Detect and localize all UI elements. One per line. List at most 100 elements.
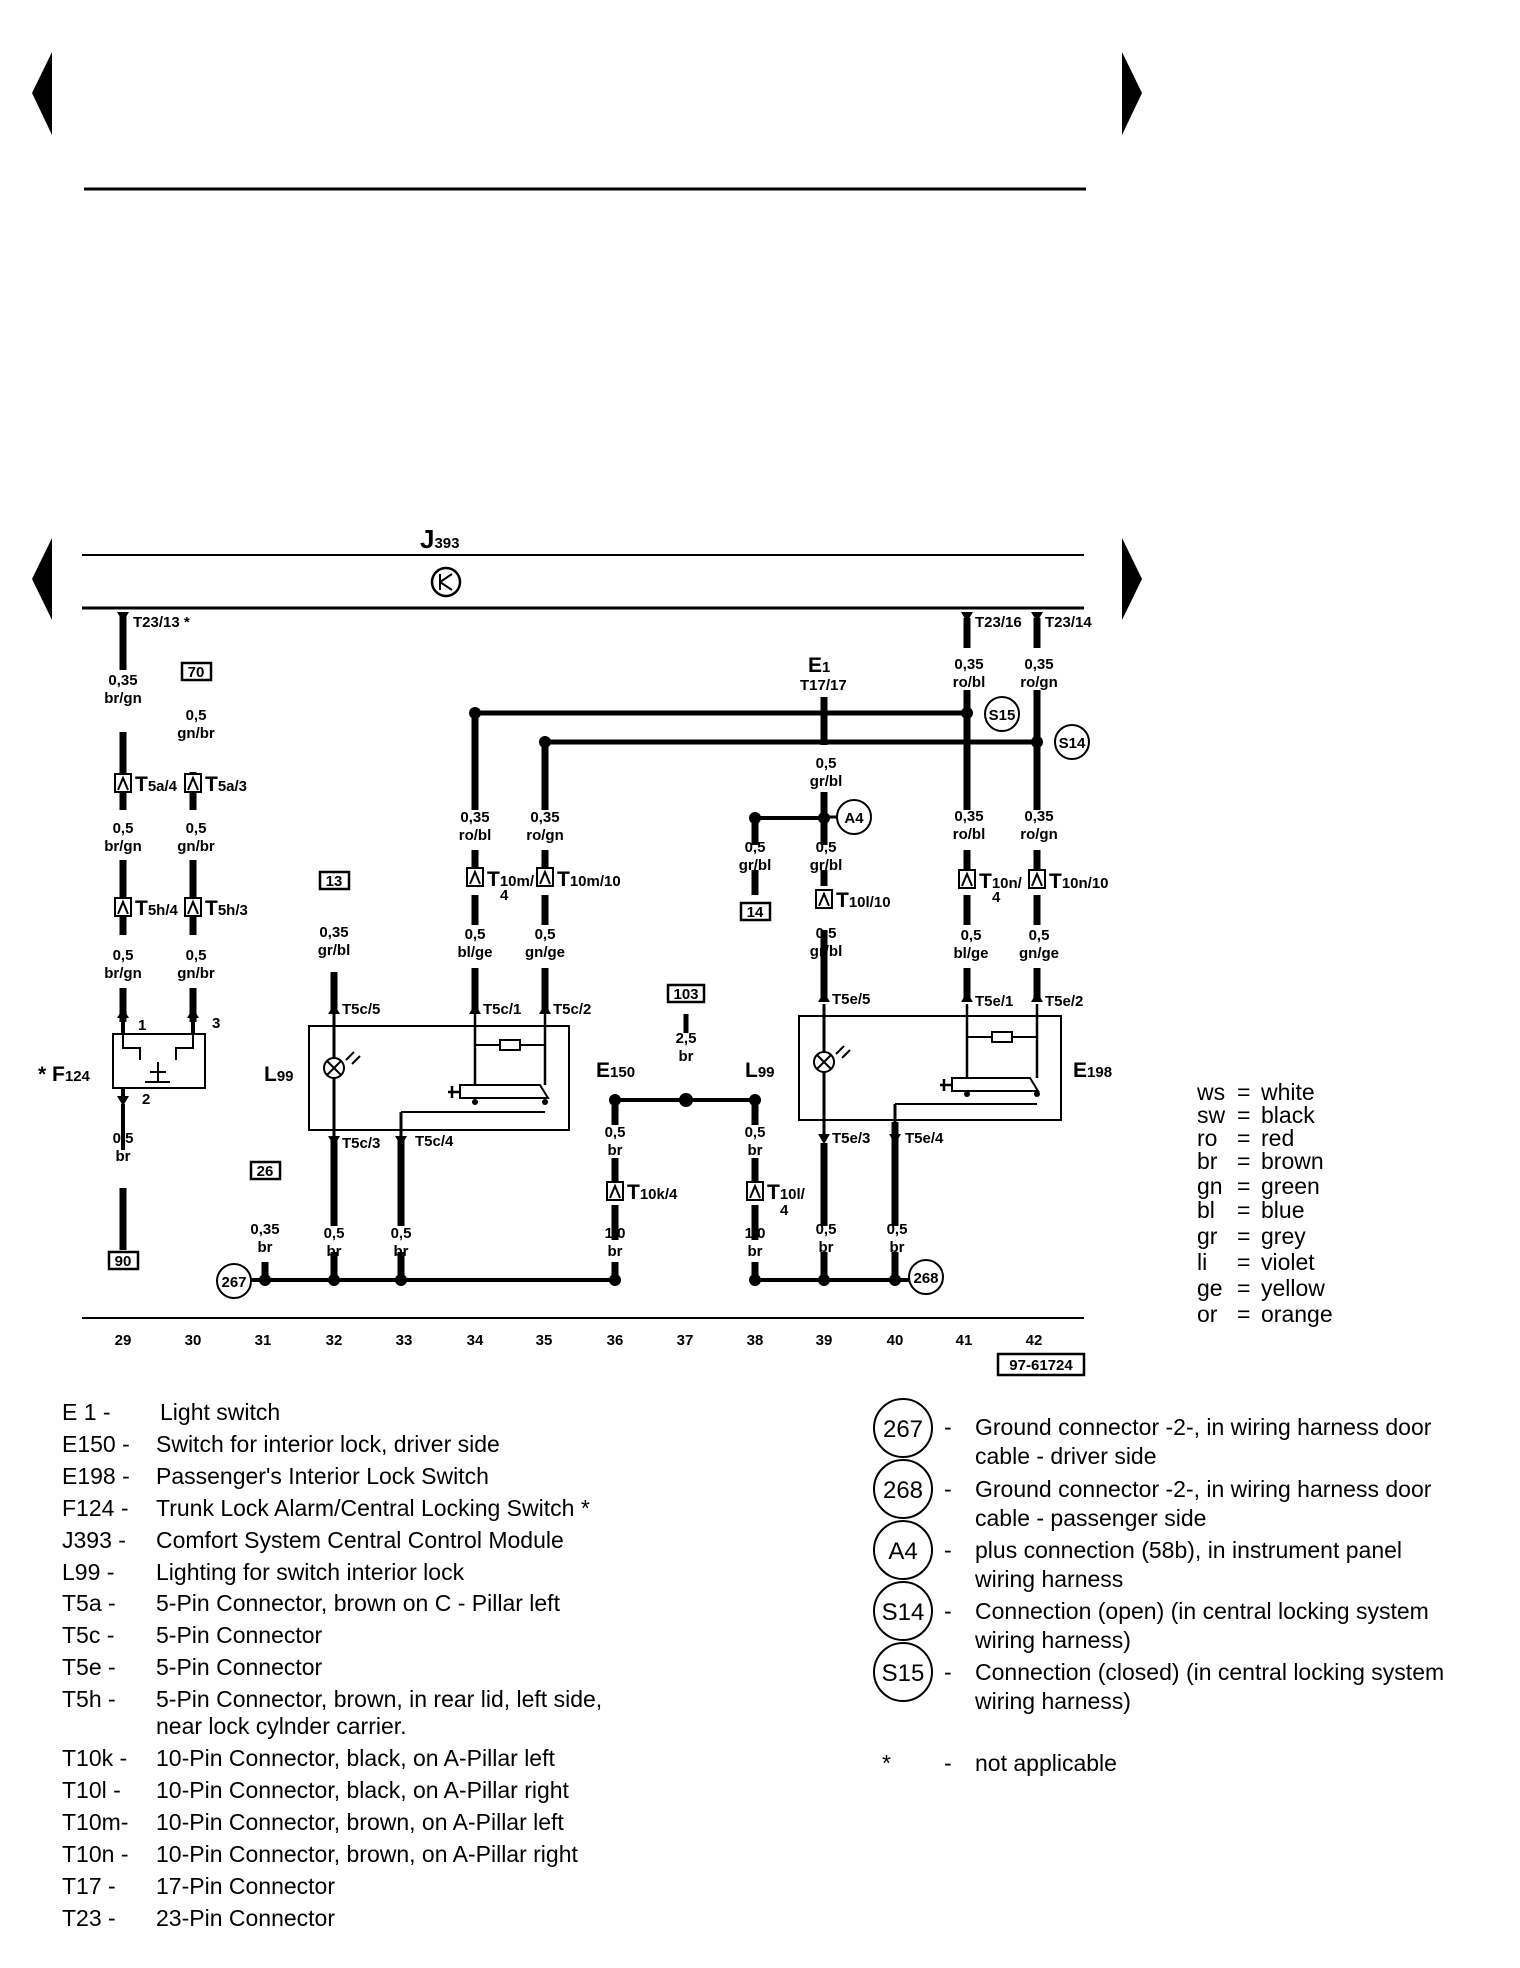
- svg-text:T5e -: T5e -: [62, 1654, 116, 1680]
- svg-text:gr/bl: gr/bl: [318, 942, 351, 959]
- svg-text:brown: brown: [1261, 1148, 1324, 1174]
- svg-text:=: =: [1237, 1197, 1250, 1223]
- list-item: T5c -5-Pin Connector: [62, 1622, 323, 1648]
- svg-text:T5c/3: T5c/3: [342, 1135, 380, 1152]
- svg-text:gr/bl: gr/bl: [810, 857, 843, 874]
- svg-text:ro: ro: [1197, 1125, 1217, 1151]
- svg-text:S14: S14: [1059, 735, 1086, 752]
- svg-text:T5h/4: T5h/4: [135, 897, 179, 920]
- connector-t23-16: T23/16: [961, 612, 1022, 631]
- svg-text:4: 4: [992, 889, 1001, 906]
- svg-text:0,5: 0,5: [113, 947, 134, 964]
- svg-text:-: -: [944, 1476, 952, 1502]
- svg-text:T10m-: T10m-: [62, 1809, 128, 1835]
- connection-list: 267 - Ground connector -2-, in wiring ha…: [873, 1398, 1444, 1776]
- svg-text:T5h/3: T5h/3: [205, 897, 248, 920]
- list-item: A4 - plus connection (58b), in instrumen…: [873, 1520, 1402, 1592]
- svg-text:3: 3: [212, 1015, 220, 1032]
- svg-text:90: 90: [115, 1253, 132, 1270]
- list-item: T10m- 10-Pin Connector, brown, on A-Pilla…: [62, 1809, 564, 1835]
- ref-box-26: 26: [249, 1160, 282, 1181]
- ref-box-103: 103: [666, 983, 706, 1004]
- svg-text:cable - driver side: cable - driver side: [975, 1443, 1157, 1469]
- svg-text:-: -: [944, 1598, 952, 1624]
- svg-text:10-Pin Connector, black, on A-: 10-Pin Connector, black, on A-Pillar lef…: [156, 1745, 555, 1771]
- list-item: F124 - Trunk Lock Alarm/Central Locking S…: [62, 1495, 590, 1521]
- svg-text:E198 -: E198 -: [62, 1463, 130, 1489]
- svg-text:F124 -: F124 -: [62, 1495, 128, 1521]
- list-item: J393 - Comfort System Central Control Mod…: [62, 1527, 564, 1553]
- svg-text:near lock cylnder carrier.: near lock cylnder carrier.: [156, 1713, 407, 1739]
- svg-text:white: white: [1260, 1079, 1315, 1105]
- connector-t10l4: T10l/ 4: [746, 1181, 806, 1219]
- svg-text:5-Pin Connector, brown on C -: 5-Pin Connector, brown on C - Pillar lef…: [156, 1590, 561, 1616]
- next-page-arrow[interactable]: [1122, 538, 1142, 620]
- pin-labels: T5c/5 T5c/1 T5c/2 T5c/3 T5c/4 T5e/5 T5e/…: [328, 991, 1083, 1152]
- svg-text:T5a/3: T5a/3: [205, 773, 247, 796]
- svg-text:=: =: [1237, 1249, 1250, 1275]
- svg-text:br/gn: br/gn: [104, 965, 142, 982]
- svg-text:T10k/4: T10k/4: [627, 1181, 678, 1204]
- svg-text:=: =: [1237, 1301, 1250, 1327]
- svg-text:bl/ge: bl/ge: [953, 945, 988, 962]
- svg-text:T23 -: T23 -: [62, 1905, 116, 1931]
- svg-text:5-Pin Connector: 5-Pin Connector: [156, 1622, 323, 1648]
- svg-text:T10m/10: T10m/10: [557, 868, 621, 891]
- svg-text:br: br: [116, 1148, 131, 1165]
- svg-text:*: *: [882, 1750, 891, 1776]
- svg-text:br/gn: br/gn: [104, 838, 142, 855]
- svg-text:0,5: 0,5: [605, 1124, 626, 1141]
- ref-box-90: 90: [107, 1250, 140, 1271]
- connector-t5h4: T5h/4: [114, 897, 179, 920]
- switch-f124: 1 3 2 * F124: [38, 1008, 220, 1108]
- svg-text:0,5: 0,5: [113, 820, 134, 837]
- svg-text:0,5: 0,5: [391, 1225, 412, 1242]
- svg-text:gn: gn: [1197, 1173, 1223, 1199]
- svg-text:gr/bl: gr/bl: [810, 773, 843, 790]
- svg-text:br: br: [819, 1239, 834, 1256]
- list-item: * - not applicable: [882, 1750, 1117, 1776]
- next-page-arrow-top[interactable]: [1122, 52, 1142, 135]
- list-item: S15 - Connection (closed) (in central lo…: [873, 1642, 1444, 1714]
- svg-text:35: 35: [536, 1332, 553, 1349]
- component-l99-right: L99: [745, 1059, 775, 1082]
- svg-text:orange: orange: [1261, 1301, 1333, 1327]
- svg-text:10-Pin Connector, brown, on A-: 10-Pin Connector, brown, on A-Pillar lef…: [156, 1809, 564, 1835]
- svg-text:ro/bl: ro/bl: [953, 826, 986, 843]
- svg-text:grey: grey: [1261, 1223, 1306, 1249]
- wiring: [119, 614, 1041, 1282]
- svg-text:T5e/3: T5e/3: [832, 1130, 870, 1147]
- svg-text:-: -: [944, 1537, 952, 1563]
- svg-text:0,35: 0,35: [1024, 808, 1053, 825]
- svg-text:Comfort System Central Control: Comfort System Central Control Module: [156, 1527, 564, 1553]
- svg-text:br: br: [608, 1243, 623, 1260]
- prev-page-arrow-top[interactable]: [32, 52, 52, 135]
- svg-text:T10n/: T10n/: [979, 870, 1023, 893]
- svg-text:70: 70: [188, 664, 205, 681]
- svg-text:4: 4: [500, 887, 509, 904]
- svg-text:Connection (open) (in central: Connection (open) (in central locking sy…: [975, 1598, 1429, 1624]
- svg-text:0,35: 0,35: [460, 809, 489, 826]
- svg-text:br: br: [258, 1239, 273, 1256]
- svg-text:Trunk Lock Alarm/Central Locki: Trunk Lock Alarm/Central Locking Switch …: [156, 1495, 590, 1521]
- svg-text:T5c/2: T5c/2: [553, 1001, 591, 1018]
- svg-text:T10l/: T10l/: [767, 1181, 806, 1204]
- svg-text:13: 13: [326, 873, 343, 890]
- svg-text:T5e/2: T5e/2: [1045, 993, 1083, 1010]
- svg-text:ro/gn: ro/gn: [1020, 674, 1058, 691]
- connector-t5a4: T5a/4: [114, 773, 178, 796]
- svg-text:red: red: [1261, 1125, 1294, 1151]
- list-item: T5a -5-Pin Connector, brown on C - Pilla…: [62, 1590, 561, 1616]
- svg-text:S15: S15: [989, 707, 1016, 724]
- list-item: T10n -10-Pin Connector, brown, on A-Pill…: [62, 1841, 578, 1867]
- svg-text:J393 -: J393 -: [62, 1527, 126, 1553]
- list-item: E198 -Passenger's Interior Lock Switch: [62, 1463, 489, 1489]
- ref-box-14: 14: [739, 901, 772, 922]
- svg-text:-: -: [944, 1414, 952, 1440]
- inline-connectors: T5a/4 T5a/3 T5h/4 T5h/3 T10m/ 4 T10m/10 …: [114, 773, 1109, 1219]
- ref-box-13: 13: [318, 870, 351, 891]
- svg-text:ge: ge: [1197, 1275, 1223, 1301]
- svg-text:Light switch: Light switch: [160, 1399, 280, 1425]
- connection-circles: S15 S14 A4 267 268: [216, 696, 1090, 1299]
- prev-page-arrow[interactable]: [32, 538, 52, 620]
